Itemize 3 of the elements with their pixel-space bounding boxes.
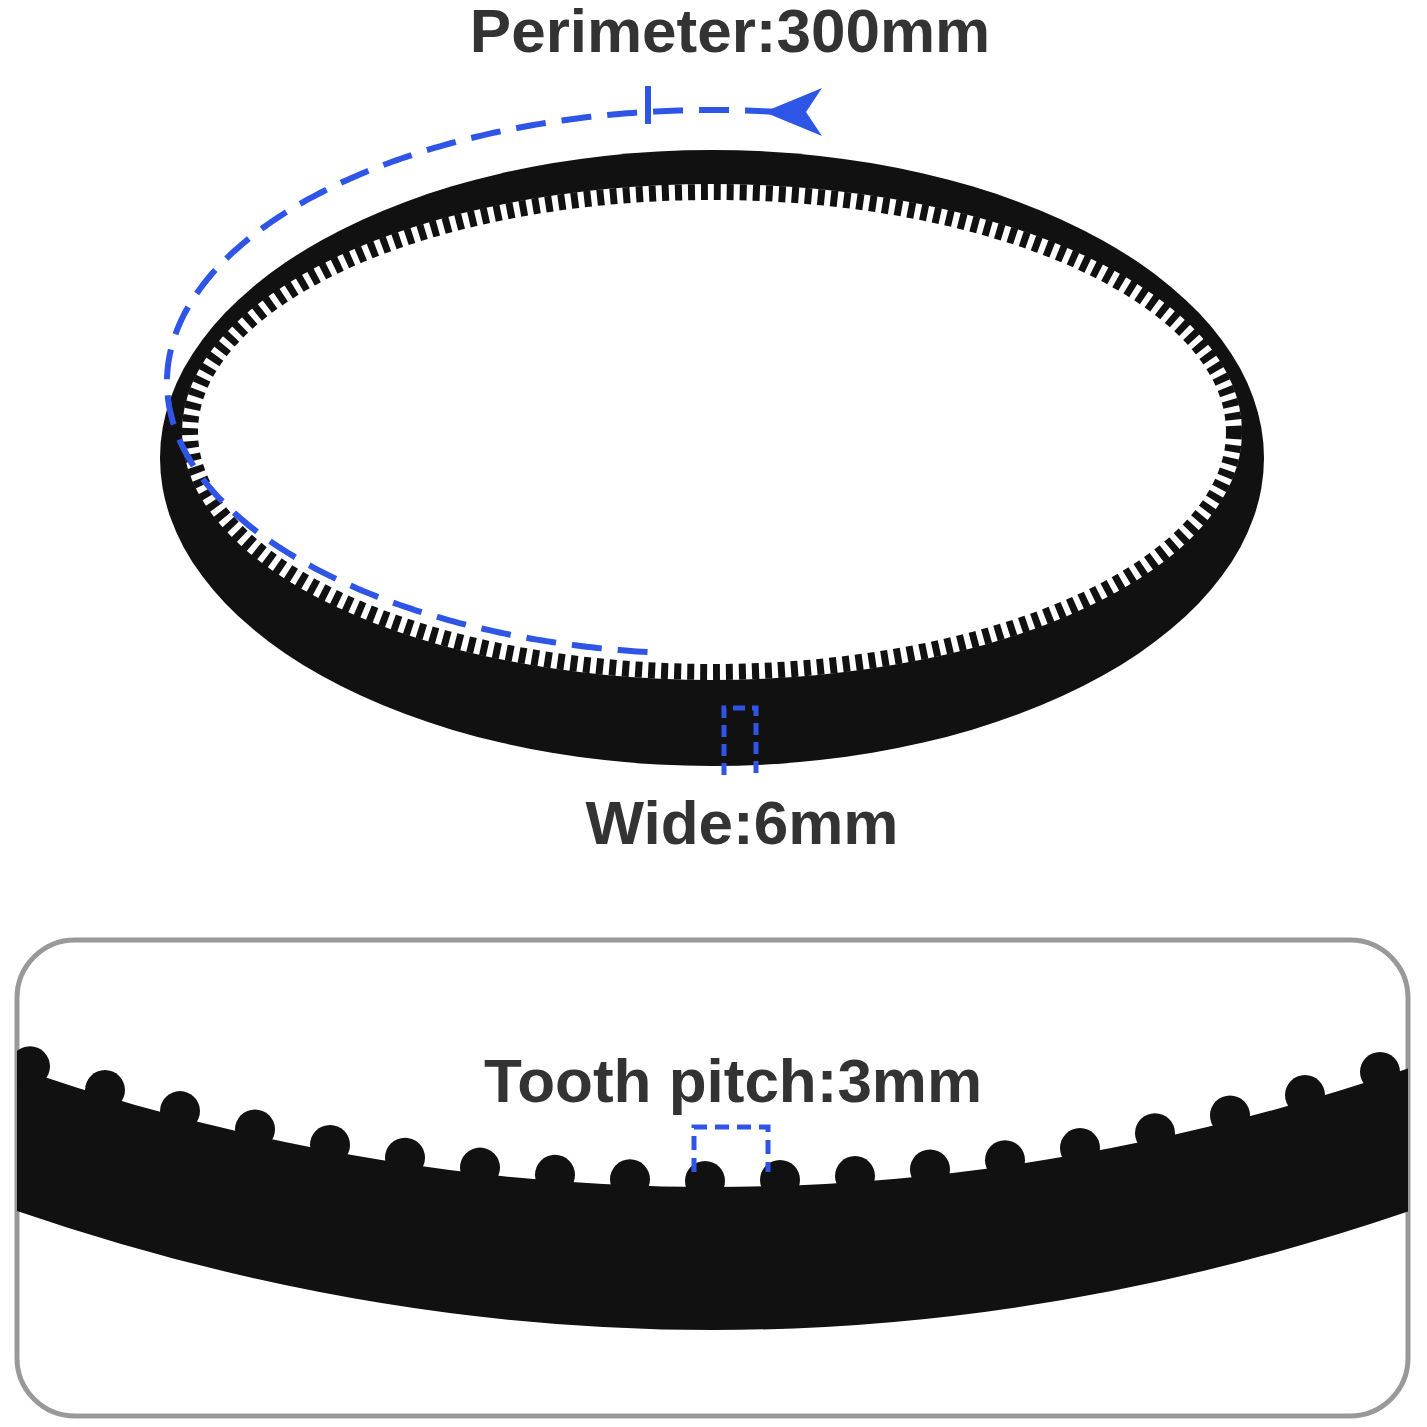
dimension-label: Tooth pitch:3mm [483,1044,983,1116]
dimension-label: Perimeter:300mm [469,0,991,66]
dimension-label: Wide:6mm [585,786,899,858]
